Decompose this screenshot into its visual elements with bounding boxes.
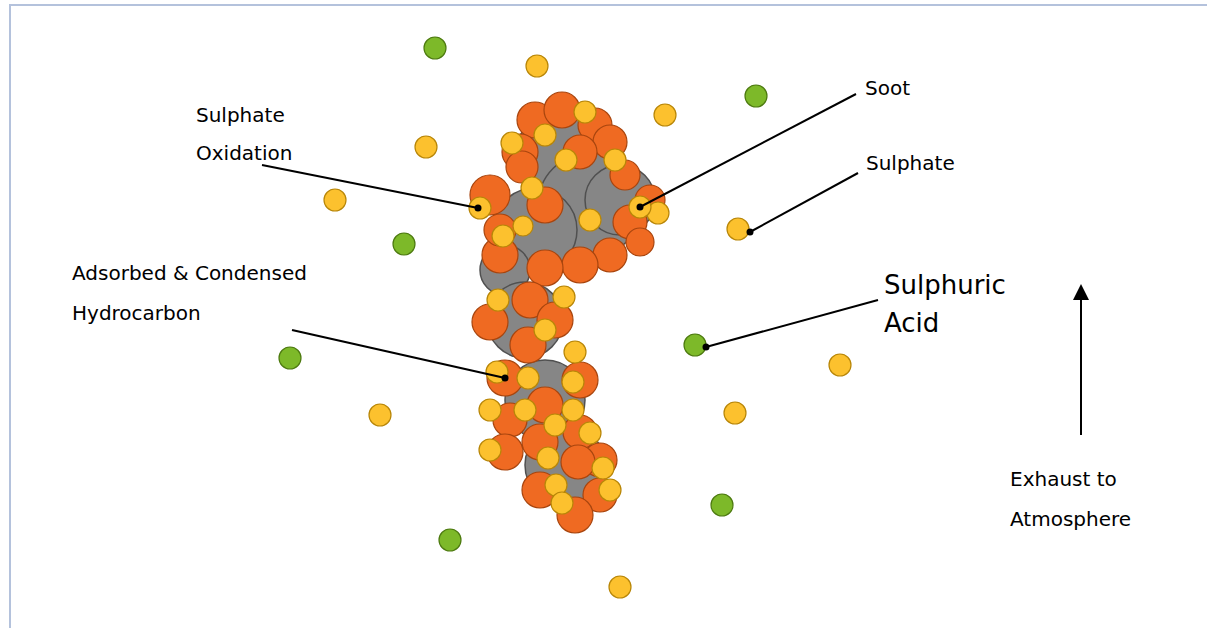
- callout-label: Sulphate Oxidation: [196, 96, 346, 172]
- sulphate-particles: [324, 55, 851, 598]
- callout-label: Sulphuric Acid: [884, 266, 1064, 342]
- callout-label: Adsorbed & Condensed Hydrocarbon: [72, 253, 402, 333]
- frame-border: [10, 5, 1207, 628]
- leader-lines: [262, 94, 878, 378]
- callout-label: Soot: [865, 69, 985, 107]
- hydrocarbon-droplets: [470, 92, 665, 533]
- sulphuric-acid-droplets: [279, 37, 767, 551]
- leader-dots: [475, 204, 754, 382]
- flow-label: Exhaust to Atmosphere: [1010, 459, 1160, 539]
- soot-core: [480, 108, 655, 505]
- callout-label: Sulphate: [866, 144, 1016, 182]
- flow-arrow: [1080, 292, 1082, 435]
